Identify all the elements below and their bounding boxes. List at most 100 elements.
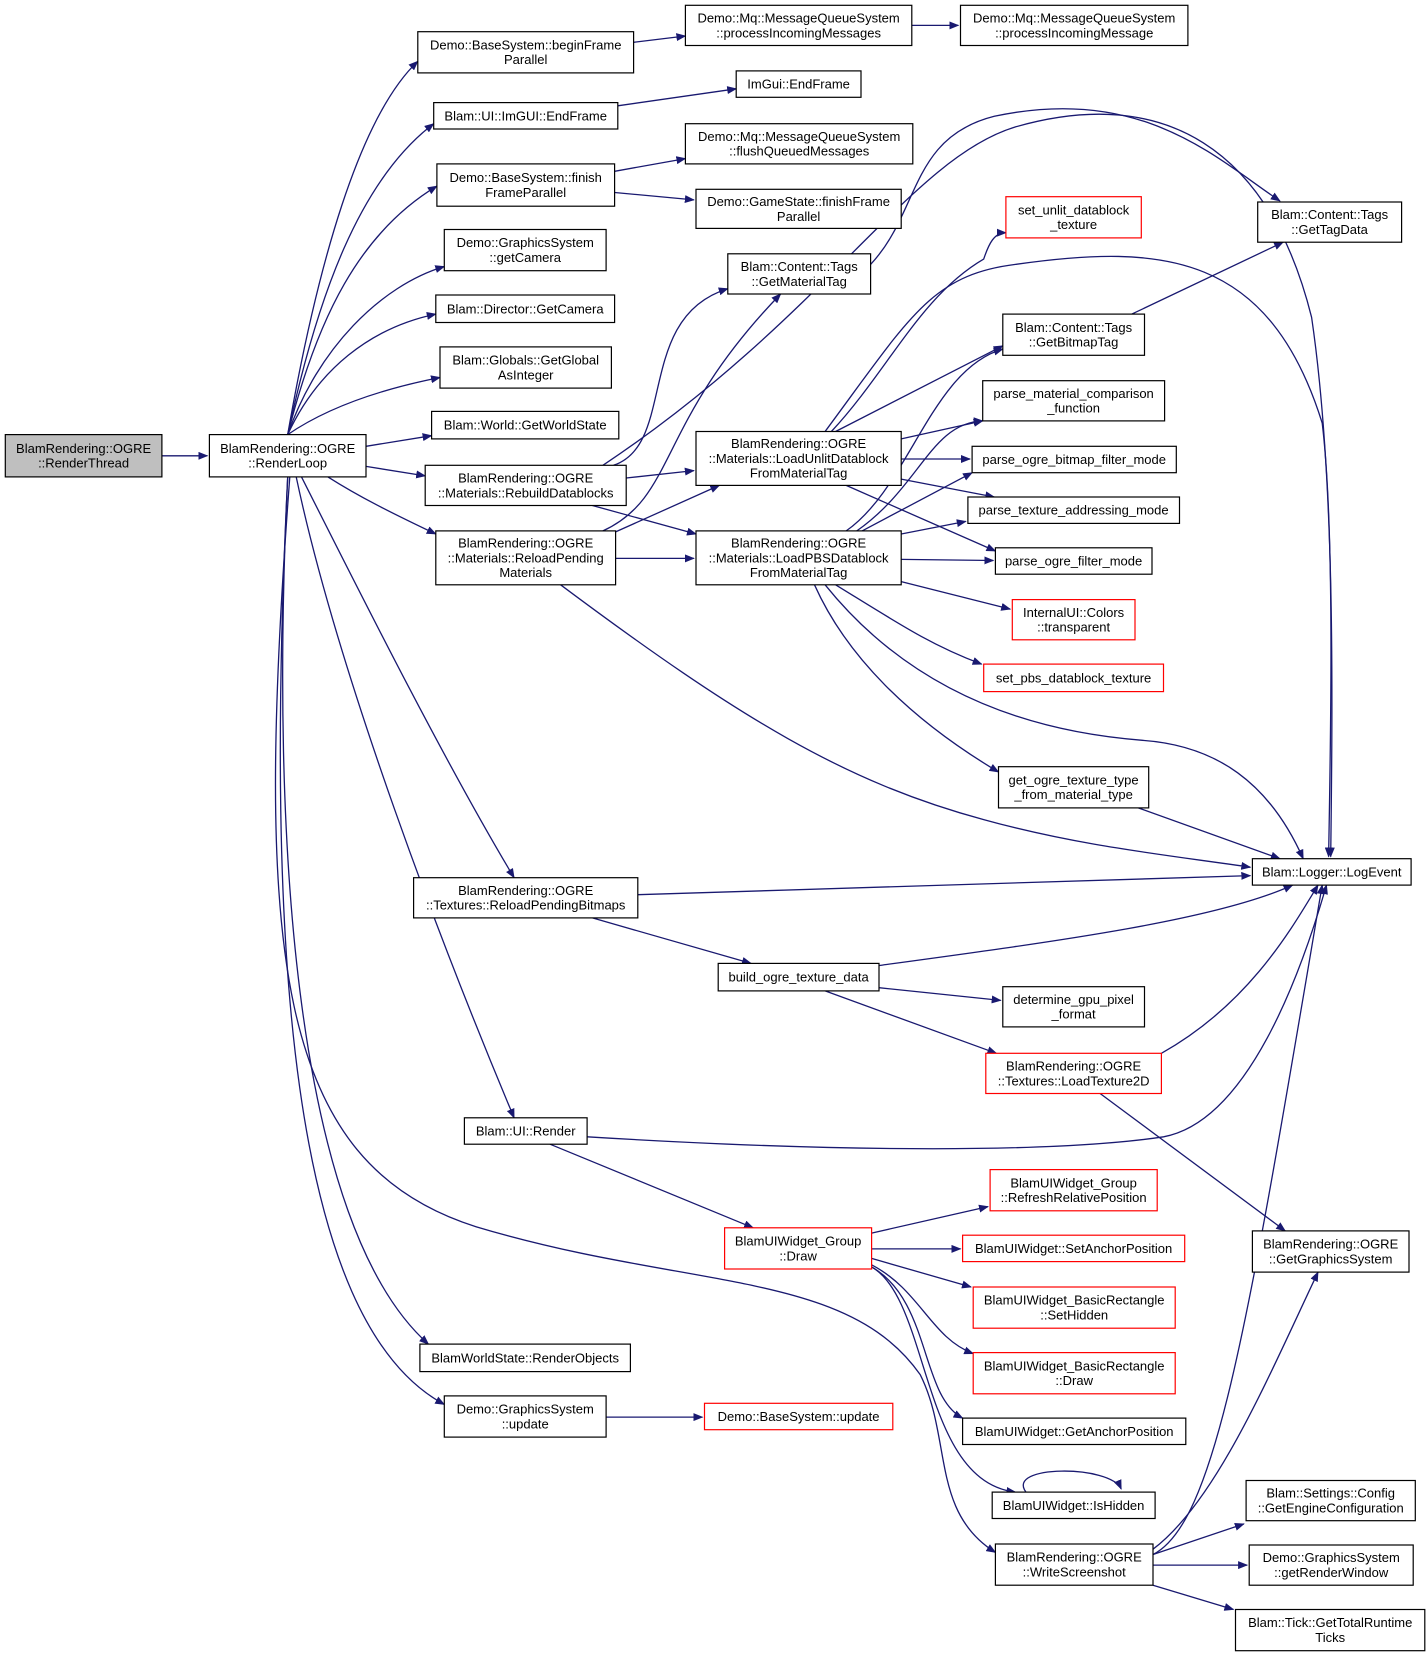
graph-node-n6[interactable]: ImGui::EndFrame <box>735 70 862 98</box>
node-label-line: Demo::BaseSystem::beginFrame <box>430 37 621 52</box>
node-label-line: ::Materials::RebuildDatablocks <box>438 485 614 500</box>
node-label-line: ::WriteScreenshot <box>1023 1565 1126 1580</box>
graph-node-n1[interactable]: BlamRendering::OGRE::RenderLoop <box>208 434 367 478</box>
graph-node-n4[interactable]: Demo::Mq::MessageQueueSystem::processInc… <box>959 4 1189 47</box>
edge-n1-n5 <box>287 123 435 435</box>
node-box <box>1251 1230 1410 1273</box>
graph-node-n11[interactable]: Blam::Director::GetCamera <box>435 294 616 324</box>
graph-node-n14[interactable]: BlamRendering::OGRE::Materials::RebuildD… <box>424 464 627 507</box>
graph-node-n31[interactable]: build_ogre_texture_data <box>717 962 880 992</box>
node-box <box>419 1343 631 1373</box>
graph-node-n35[interactable]: BlamUIWidget_Group::Draw <box>723 1227 873 1270</box>
graph-node-n27[interactable]: set_pbs_datablock_texture <box>983 663 1165 693</box>
node-label-line: parse_texture_addressing_mode <box>979 503 1169 518</box>
graph-node-n10[interactable]: Demo::GraphicsSystem::getCamera <box>443 228 607 272</box>
node-label-line: get_ogre_texture_type <box>1009 772 1139 787</box>
graph-node-n23[interactable]: parse_ogre_bitmap_filter_mode <box>971 445 1177 474</box>
graph-node-n43[interactable]: BlamWorldState::RenderObjects <box>419 1343 631 1373</box>
graph-node-n47[interactable]: Blam::Settings::Config::GetEngineConfigu… <box>1245 1479 1416 1522</box>
graph-node-n8[interactable]: Demo::Mq::MessageQueueSystem::flushQueue… <box>684 123 914 165</box>
node-label-line: Blam::Content::Tags <box>1271 207 1389 222</box>
edge-n34-n29 <box>587 884 1328 1150</box>
node-label-line: parse_material_comparison <box>993 386 1153 401</box>
node-label-line: AsInteger <box>498 367 554 382</box>
graph-node-n28[interactable]: get_ogre_texture_type_from_material_type <box>997 766 1150 809</box>
edge-n1-n7 <box>287 185 438 435</box>
node-label-line: Blam::UI::ImGUI::EndFrame <box>444 108 607 123</box>
edge-n2-n3 <box>633 33 687 43</box>
node-label-line: ::Materials::LoadPBSDatablock <box>709 550 889 565</box>
node-label-line: ::processIncomingMessages <box>716 25 881 40</box>
graph-node-n36[interactable]: BlamUIWidget_Group::RefreshRelativePosit… <box>989 1168 1158 1212</box>
node-box <box>717 962 880 992</box>
edge-n1-n34 <box>295 476 515 1119</box>
edge-n17-n24 <box>901 478 996 500</box>
graph-node-n44[interactable]: Demo::GraphicsSystem::update <box>443 1395 607 1438</box>
graph-node-n33[interactable]: BlamRendering::OGRE::Textures::LoadTextu… <box>985 1052 1162 1095</box>
graph-node-n32[interactable]: determine_gpu_pixel_format <box>1002 986 1146 1028</box>
graph-node-n40[interactable]: BlamUIWidget::GetAnchorPosition <box>961 1417 1187 1446</box>
node-box <box>972 1351 1176 1395</box>
edge-n17-n19 <box>830 228 1007 432</box>
graph-node-n41[interactable]: BlamUIWidget::IsHidden <box>991 1491 1156 1520</box>
edge-n1-n30 <box>300 476 515 879</box>
graph-node-n26[interactable]: InternalUI::Colors::transparent <box>1011 598 1136 641</box>
graph-node-n42[interactable]: BlamRendering::OGRE::GetGraphicsSystem <box>1251 1230 1410 1273</box>
graph-node-n16[interactable]: Blam::Content::Tags::GetMaterialTag <box>727 253 872 295</box>
graph-node-n15[interactable]: BlamRendering::OGRE::Materials::ReloadPe… <box>435 530 617 586</box>
edge-n7-n8 <box>614 156 687 172</box>
node-label-line: Demo::BaseSystem::finish <box>449 170 601 185</box>
node-label-line: ::flushQueuedMessages <box>729 144 870 159</box>
graph-node-n45[interactable]: Demo::BaseSystem::update <box>703 1402 894 1431</box>
graph-node-n13[interactable]: Blam::World::GetWorldState <box>431 410 620 440</box>
node-box <box>994 547 1153 575</box>
edge-n15-n17 <box>615 484 721 533</box>
graph-node-n0[interactable]: BlamRendering::OGRE::RenderThread <box>4 434 163 478</box>
node-label-line: determine_gpu_pixel <box>1013 992 1134 1007</box>
graph-node-n24[interactable]: parse_texture_addressing_mode <box>967 496 1181 524</box>
node-label-line: BlamUIWidget::GetAnchorPosition <box>975 1424 1174 1439</box>
graph-node-n21[interactable]: Blam::Content::Tags::GetTagData <box>1257 201 1403 243</box>
graph-node-n19[interactable]: set_unlit_datablock_texture <box>1005 196 1142 239</box>
node-box <box>417 31 635 74</box>
node-label-line: build_ogre_texture_data <box>728 970 869 985</box>
graph-node-n22[interactable]: parse_material_comparison_function <box>982 380 1166 422</box>
graph-node-n3[interactable]: Demo::Mq::MessageQueueSystem::processInc… <box>684 4 913 47</box>
node-box <box>433 101 619 130</box>
node-box <box>994 1543 1154 1586</box>
edge-n46-n47 <box>1152 1522 1245 1556</box>
graph-node-n20[interactable]: Blam::Content::Tags::GetBitmapTag <box>1002 313 1146 356</box>
graph-node-n39[interactable]: BlamUIWidget_BasicRectangle::Draw <box>972 1351 1176 1395</box>
edge-n17-n25 <box>845 484 997 552</box>
edge-n18-n23 <box>861 472 973 532</box>
node-label-line: ::transparent <box>1037 620 1110 635</box>
graph-node-n17[interactable]: BlamRendering::OGRE::Materials::LoadUnli… <box>695 430 902 487</box>
edge-n17-n20 <box>835 345 1004 433</box>
node-label-line: parse_ogre_bitmap_filter_mode <box>982 452 1166 467</box>
graph-node-n34[interactable]: Blam::UI::Render <box>463 1117 588 1145</box>
graph-node-n18[interactable]: BlamRendering::OGRE::Materials::LoadPBSD… <box>695 530 902 586</box>
node-box <box>431 410 620 440</box>
edge-n46-n42 <box>1152 1271 1319 1550</box>
graph-node-n29[interactable]: Blam::Logger::LogEvent <box>1251 858 1412 886</box>
graph-node-n46[interactable]: BlamRendering::OGRE::WriteScreenshot <box>994 1543 1154 1586</box>
graph-node-n5[interactable]: Blam::UI::ImGUI::EndFrame <box>433 101 619 130</box>
graph-node-n37[interactable]: BlamUIWidget::SetAnchorPosition <box>961 1234 1186 1263</box>
node-box <box>971 445 1177 474</box>
graph-node-n25[interactable]: parse_ogre_filter_mode <box>994 547 1153 575</box>
node-box <box>972 1286 1176 1329</box>
node-label-line: ::Materials::ReloadPending <box>448 550 604 565</box>
node-label-line: ::GetBitmapTag <box>1029 335 1119 350</box>
node-label-line: BlamUIWidget_Group <box>735 1234 861 1249</box>
graph-node-n30[interactable]: BlamRendering::OGRE::Textures::ReloadPen… <box>413 877 639 919</box>
node-box <box>961 1234 1186 1263</box>
graph-node-n38[interactable]: BlamUIWidget_BasicRectangle::SetHidden <box>972 1286 1176 1329</box>
graph-node-n48[interactable]: Demo::GraphicsSystem::getRenderWindow <box>1248 1544 1414 1586</box>
node-label-line: Demo::Mq::MessageQueueSystem <box>698 129 900 144</box>
node-box <box>684 123 914 165</box>
